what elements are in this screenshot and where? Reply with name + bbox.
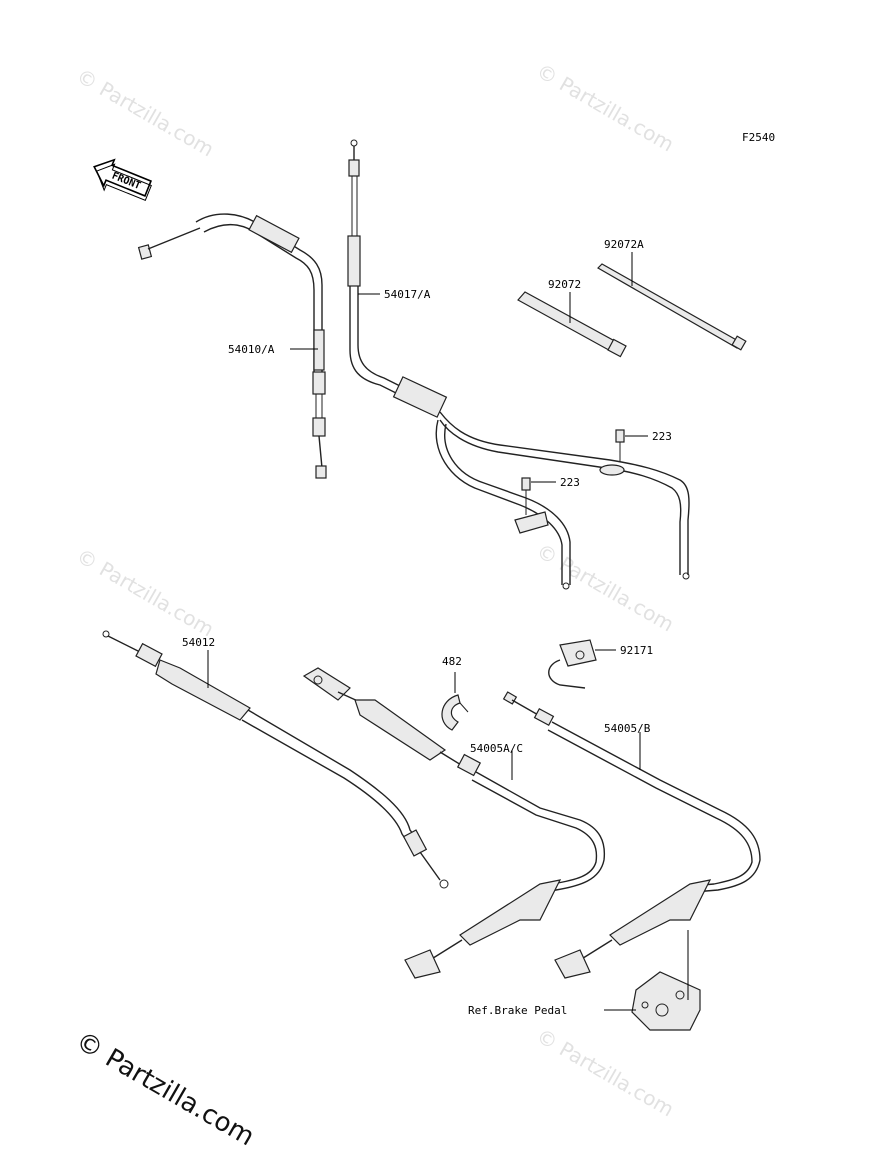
watermark: © Partzilla.com [73, 64, 219, 162]
watermark: © Partzilla.com [533, 539, 679, 637]
callout-54005b: 54005/B [604, 722, 651, 735]
clamp-92171 [548, 639, 597, 689]
throttle-cable-54010a [137, 213, 327, 479]
callout-92072: 92072 [548, 278, 581, 291]
cable-tie-92072a [597, 263, 747, 351]
watermark-large: © Partzilla.com [71, 1026, 260, 1152]
callout-92072a: 92072A [604, 238, 644, 251]
callout-54012: 54012 [182, 636, 215, 649]
watermark: © Partzilla.com [533, 1024, 679, 1122]
watermark: © Partzilla.com [73, 544, 219, 642]
cable-tie-92072 [517, 291, 627, 358]
watermark-group: © Partzilla.com © Partzilla.com © Partzi… [73, 59, 679, 1122]
watermark: © Partzilla.com [533, 59, 679, 157]
brake-cable-54005ac [302, 667, 606, 979]
clip-482 [441, 694, 469, 731]
figure-code: F2540 [742, 131, 775, 144]
callout-223-lower: 223 [560, 476, 580, 489]
callout-ref-brake-pedal: Ref.Brake Pedal [468, 1004, 567, 1017]
cable-54012 [102, 630, 449, 889]
front-arrow-icon: FRONT [93, 158, 152, 202]
callout-54005ac: 54005A/C [470, 742, 523, 755]
callout-54010a: 54010/A [228, 343, 275, 356]
cable-54017a [347, 139, 690, 590]
screw-223-upper [615, 429, 625, 462]
callout-482: 482 [442, 655, 462, 668]
callout-54017a: 54017/A [384, 288, 431, 301]
callout-223-upper: 223 [652, 430, 672, 443]
brake-pedal-bracket [631, 971, 701, 1031]
brake-cable-54005b [502, 691, 761, 979]
screw-223-lower [521, 477, 531, 515]
callout-92171: 92171 [620, 644, 653, 657]
